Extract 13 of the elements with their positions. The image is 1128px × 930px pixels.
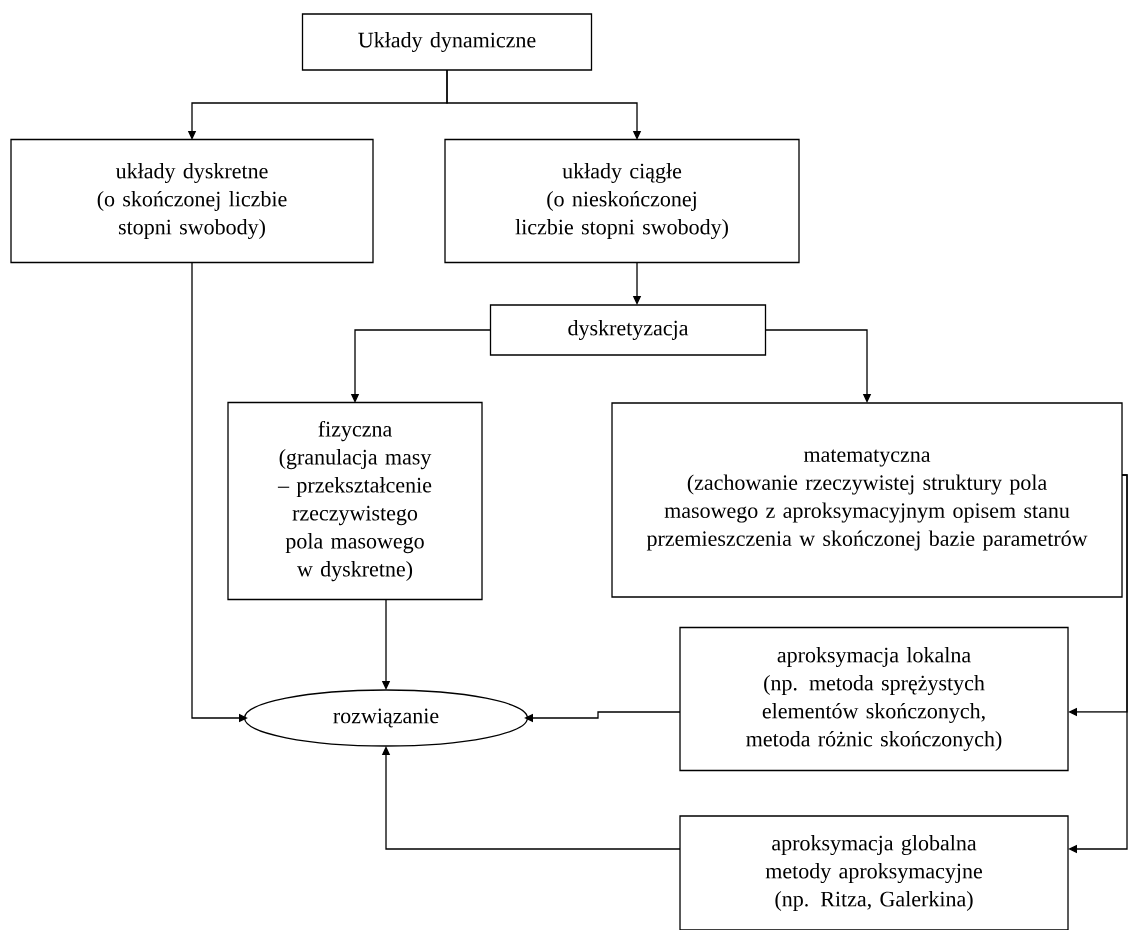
process-box: aproksymacja lokalna (np. metoda sprężystych elementów skończonych, metoda różnic skończonych): [679, 626, 1069, 772]
title-box: Układy dynamiczne: [301, 13, 593, 71]
arrow: [381, 746, 681, 850]
process-box: fizyczna (granulacja masy – przekształcenie rzeczywistego pola masowego w dyskretne): [227, 401, 483, 601]
process-box: dyskretyzacja: [489, 304, 767, 356]
process-box: układy ciągłe (o nieskończonej liczbie stopni swobody): [444, 138, 800, 264]
arrow: [524, 711, 681, 723]
arrow: [1068, 474, 1128, 854]
process-box: matematyczna (zachowanie rzeczywistej struktury pola masowego z aproksymacyjnym opisem stanu przemieszczenia w skończonej bazie parametrów: [611, 402, 1123, 598]
arrow: [765, 329, 872, 403]
process-box: aproksymacja globalna metody aproksymacyjne (np. Ritza, Galerkina): [679, 815, 1069, 930]
process-box: układy dyskretne (o skończonej liczbie stopni swobody): [10, 138, 374, 264]
arrow: [446, 69, 642, 140]
